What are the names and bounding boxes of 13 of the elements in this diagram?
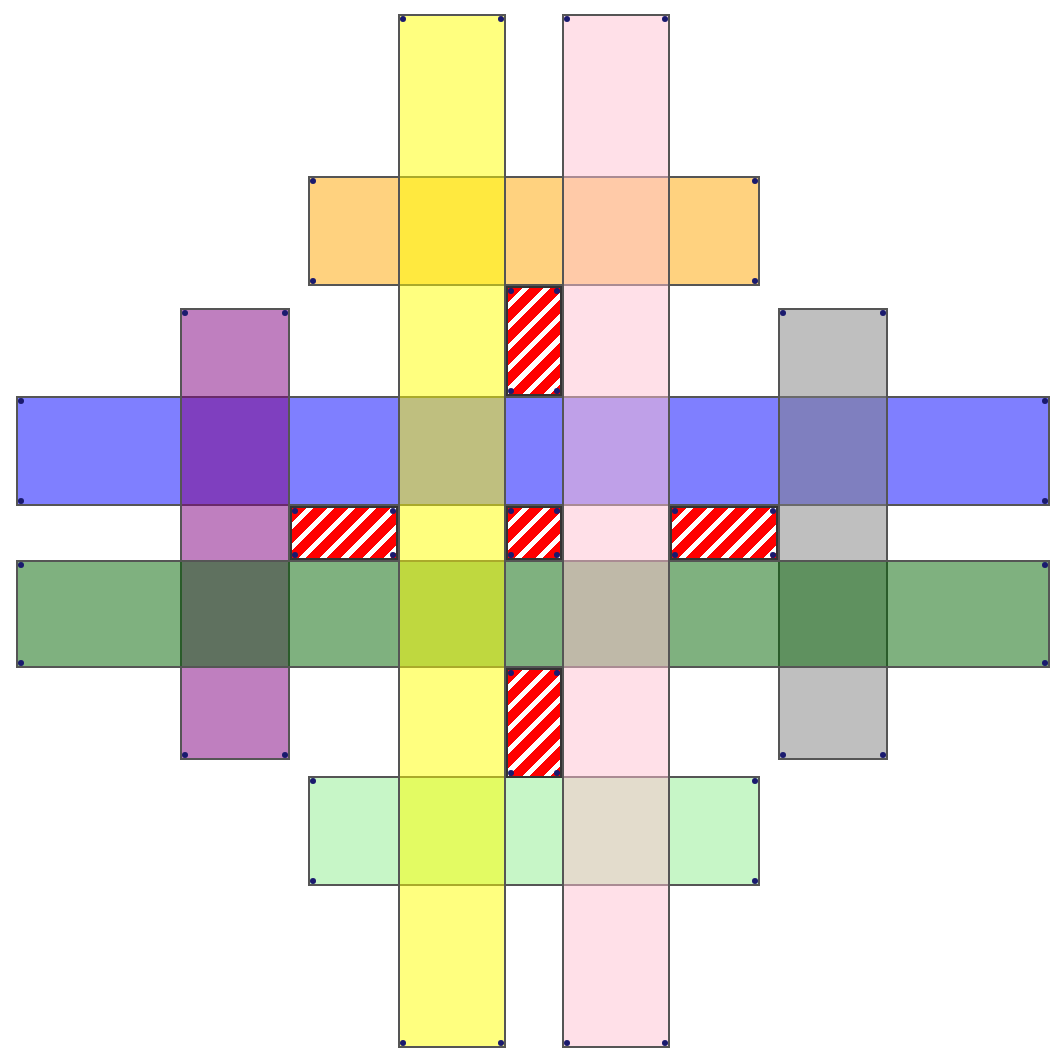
hatched-square	[506, 668, 562, 778]
translucent-bar	[562, 14, 670, 1048]
translucent-bar	[16, 560, 1050, 668]
translucent-bar	[398, 14, 506, 1048]
translucent-bar	[308, 776, 760, 886]
hatched-square	[670, 506, 778, 560]
hatched-square	[506, 286, 562, 396]
translucent-bar	[16, 396, 1050, 506]
hatched-square	[290, 506, 398, 560]
hatched-square	[506, 506, 562, 560]
translucent-bar	[308, 176, 760, 286]
translucent-bar	[180, 308, 290, 760]
translucent-bar	[778, 308, 888, 760]
